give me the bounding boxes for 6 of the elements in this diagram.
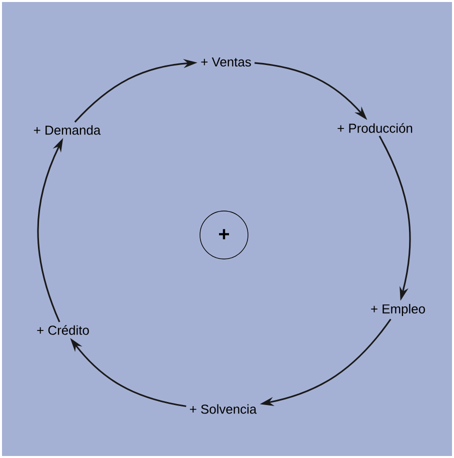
node-label: + Solvencia [190,404,257,414]
node-label: + Demanda [34,125,101,135]
node-label: + Ventas [201,58,251,67]
node-label: + Crédito [37,325,89,335]
node-label: + Producción [338,123,412,133]
node-label: + Empleo [371,304,425,316]
